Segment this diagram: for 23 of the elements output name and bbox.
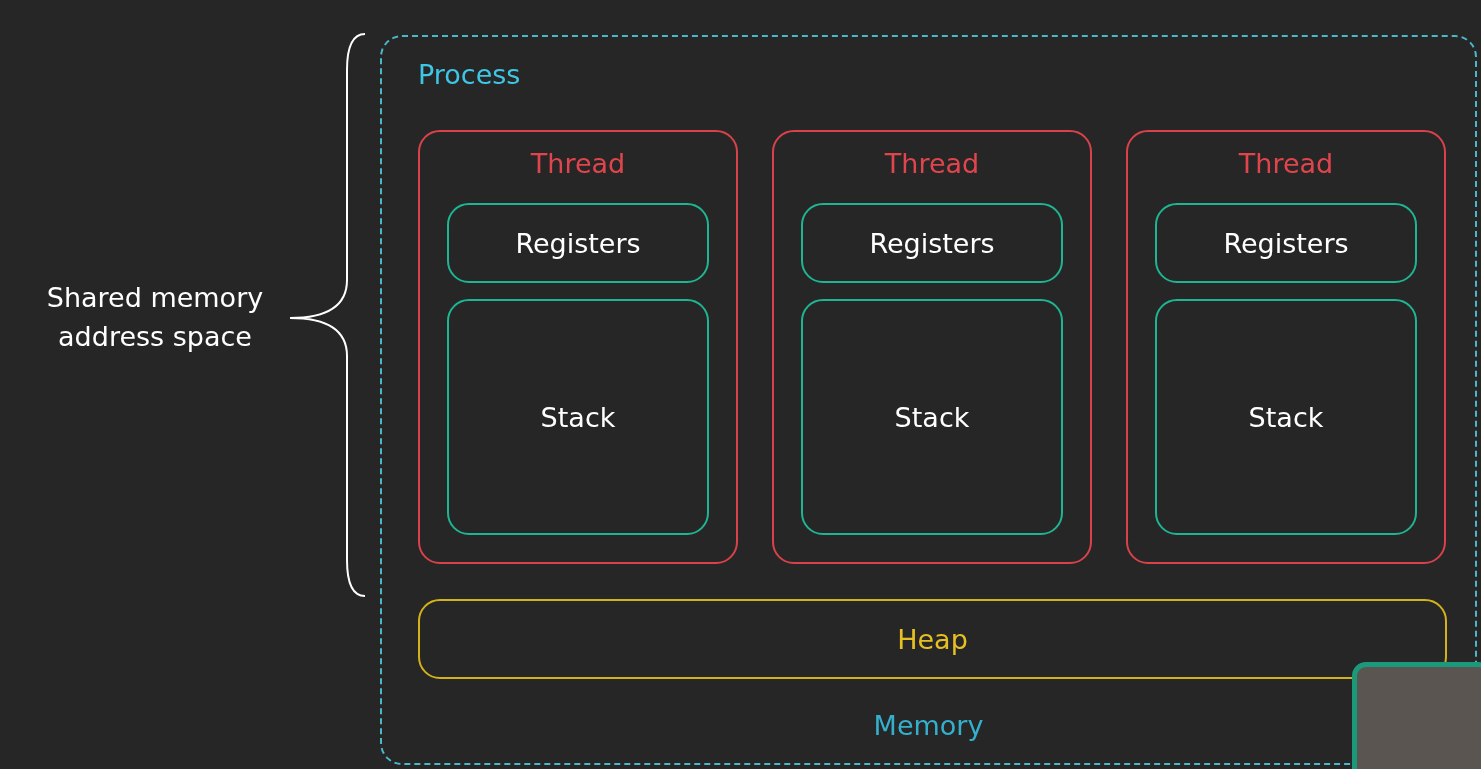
memory-region-box	[447, 299, 709, 535]
heap-box	[418, 599, 1447, 679]
box-heading: Thread	[529, 148, 627, 179]
memory-region-box	[1155, 203, 1417, 283]
box-label: Registers	[868, 226, 996, 261]
memory-label: Memory	[872, 710, 985, 741]
box-label: Heap	[896, 622, 969, 657]
thread-box	[418, 130, 738, 564]
memory-region-box	[801, 203, 1063, 283]
box-heading: Thread	[883, 148, 981, 179]
memory-region-box	[447, 203, 709, 283]
box-label: Stack	[539, 400, 617, 435]
memory-region-box	[1155, 299, 1417, 535]
process-heading: Process	[418, 59, 522, 90]
thread-box	[772, 130, 1092, 564]
box-label: Stack	[893, 400, 971, 435]
box-heading: Thread	[1237, 148, 1335, 179]
box-label: Registers	[1222, 226, 1350, 261]
brace-label: Shared memory address space	[45, 281, 265, 354]
box-label: Registers	[514, 226, 642, 261]
box-label: Stack	[1247, 400, 1325, 435]
memory-region-box	[801, 299, 1063, 535]
thread-box	[1126, 130, 1446, 564]
